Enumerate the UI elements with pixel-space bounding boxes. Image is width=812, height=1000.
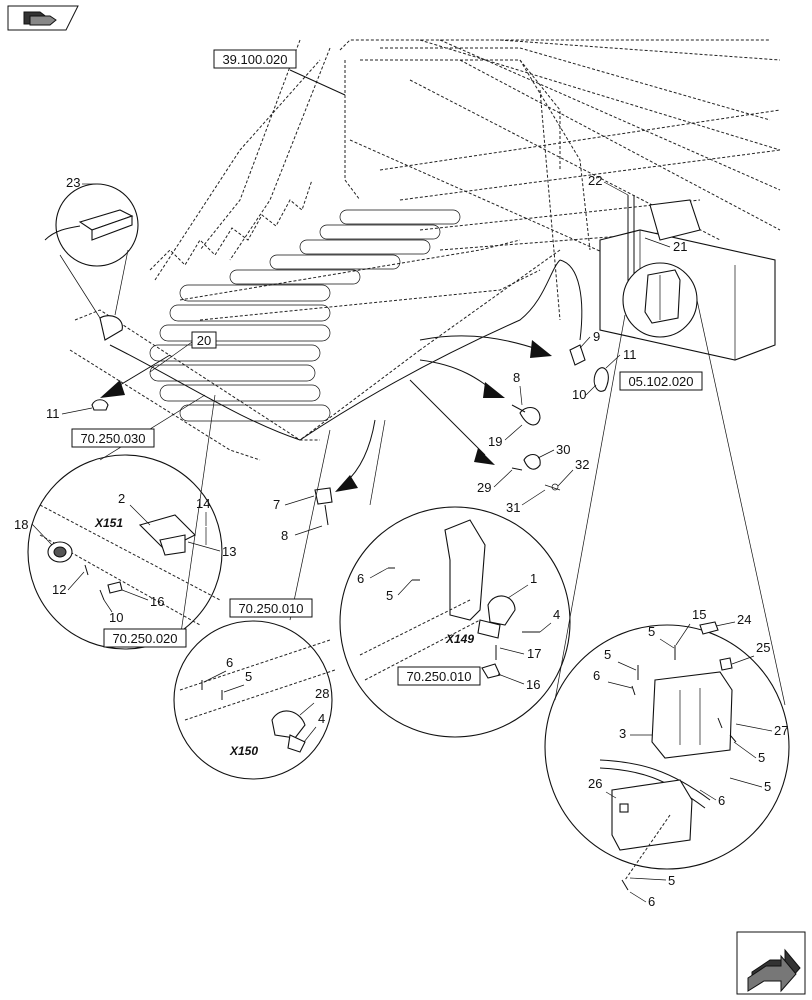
detail-circle-x151 (27, 394, 223, 650)
ref-box-05102020[interactable]: 05.102.020 (619, 371, 703, 391)
svg-text:20: 20 (197, 333, 211, 348)
connector-label-x151: X151 (94, 516, 123, 530)
ref-box-70250030[interactable]: 70.250.030 (71, 428, 155, 448)
callout-8: 8 (513, 370, 520, 385)
callout-10-x151: 10 (109, 610, 123, 625)
callout-6-box-a: 6 (593, 668, 600, 683)
callout-3: 3 (619, 726, 626, 741)
callout-5-box-a: 5 (648, 624, 655, 639)
callout-4-x149: 4 (553, 607, 560, 622)
main-small-parts (91, 344, 609, 526)
callout-16: 16 (150, 594, 164, 609)
svg-text:39.100.020: 39.100.020 (222, 52, 287, 67)
callout-28: 28 (315, 686, 329, 701)
callout-4-x150: 4 (318, 711, 325, 726)
svg-text:70.250.020: 70.250.020 (112, 631, 177, 646)
callout-6-box-b: 6 (718, 793, 725, 808)
callout-5-box-b: 5 (604, 647, 611, 662)
ref-box-70250020[interactable]: 70.250.020 (103, 628, 187, 648)
callout-6-box-c: 6 (648, 894, 655, 909)
callout-13: 13 (222, 544, 236, 559)
callout-6-x149: 6 (357, 571, 364, 586)
detail-circle-23 (44, 183, 139, 341)
svg-text:70.250.030: 70.250.030 (80, 431, 145, 446)
svg-text:70.250.010: 70.250.010 (406, 669, 471, 684)
detail-circle-control-box (544, 262, 790, 891)
ref-box-70250010-lower[interactable]: 70.250.010 (397, 666, 481, 686)
callout-21: 21 (673, 239, 687, 254)
callout-10: 10 (572, 387, 586, 402)
callout-14: 14 (196, 496, 210, 511)
next-page-arrow-icon[interactable] (736, 931, 806, 995)
callout-32: 32 (575, 457, 589, 472)
callout-18: 18 (14, 517, 28, 532)
connector-label-x149: X149 (445, 632, 474, 646)
callout-25: 25 (756, 640, 770, 655)
callout-box-20: 20 (191, 331, 217, 349)
callout-1: 1 (530, 571, 537, 586)
callout-30: 30 (556, 442, 570, 457)
callout-9: 9 (593, 329, 600, 344)
callout-5-box-c: 5 (758, 750, 765, 765)
callout-11-right: 11 (623, 347, 637, 362)
connector-label-x150: X150 (229, 744, 258, 758)
ref-box-39100020[interactable]: 39.100.020 (213, 49, 297, 69)
ref-box-70250010-upper[interactable]: 70.250.010 (229, 598, 313, 618)
view-toggle-icon[interactable] (7, 5, 79, 31)
callout-12: 12 (52, 582, 66, 597)
callout-26: 26 (588, 776, 602, 791)
callout-15: 15 (692, 607, 706, 622)
svg-text:05.102.020: 05.102.020 (628, 374, 693, 389)
callout-5-x150: 5 (245, 669, 252, 684)
direction-arrows (100, 335, 552, 492)
callout-24: 24 (737, 612, 751, 627)
callout-2: 2 (118, 491, 125, 506)
callout-22: 22 (588, 173, 602, 188)
callout-5-x149: 5 (386, 588, 393, 603)
callout-19: 19 (488, 434, 502, 449)
callout-8-lower: 8 (281, 528, 288, 543)
callout-5-box-d: 5 (764, 779, 771, 794)
callout-7: 7 (273, 497, 280, 512)
svg-text:70.250.010: 70.250.010 (238, 601, 303, 616)
callout-5-box-e: 5 (668, 873, 675, 888)
callout-16-x149: 16 (526, 677, 540, 692)
callout-6-x150: 6 (226, 655, 233, 670)
callout-17: 17 (527, 646, 541, 661)
callout-labels: 23 11 22 21 9 10 11 8 19 30 32 29 (14, 173, 788, 909)
callout-27: 27 (774, 723, 788, 738)
callout-23: 23 (66, 175, 80, 190)
callout-11: 11 (46, 406, 60, 421)
callout-29: 29 (477, 480, 491, 495)
callout-31: 31 (506, 500, 520, 515)
